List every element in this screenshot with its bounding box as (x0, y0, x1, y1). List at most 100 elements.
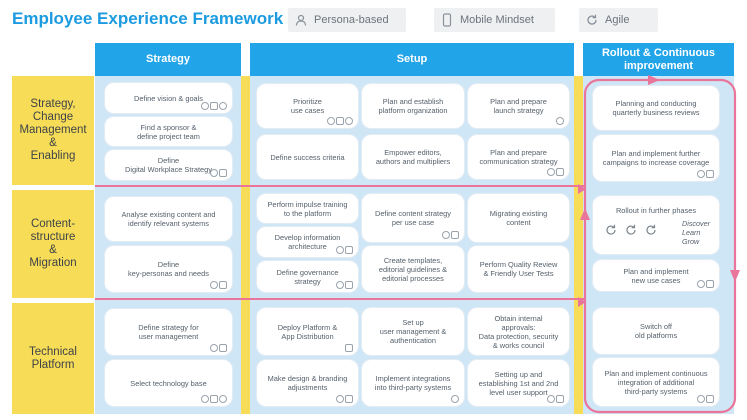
flow-line-1 (95, 185, 584, 187)
card-success-criteria[interactable]: Define success criteria (257, 135, 358, 179)
person-icon (442, 231, 450, 239)
card-label: Define Digital Workplace Strategy (125, 156, 212, 174)
mobile-icon (345, 395, 353, 403)
flow-arrowhead-icon (578, 294, 586, 312)
card-label: Make design & branding adjustments (267, 374, 348, 392)
page-title: Employee Experience Framework (12, 9, 284, 28)
card-label: Switch off old platforms (634, 322, 678, 340)
card-governance-strategy[interactable]: Define governance strategy (257, 261, 358, 292)
person-icon (451, 395, 459, 403)
card-platform-organization[interactable]: Plan and establish platform organization (362, 84, 464, 128)
mobile-icon (219, 169, 227, 177)
loop-arrow-icon (648, 75, 660, 85)
mobile-icon (345, 246, 353, 254)
legend-label: Mobile Mindset (460, 14, 534, 26)
card-empower-editors[interactable]: Empower editors, authors and multipliers (362, 135, 464, 179)
card-content-strategy[interactable]: Define content strategy per use case (362, 194, 464, 242)
column-spacer (574, 76, 583, 414)
mobile-icon (345, 281, 353, 289)
card-label: Empower editors, authors and multipliers (375, 148, 451, 166)
person-icon (336, 395, 344, 403)
card-select-technology[interactable]: Select technology base (105, 360, 232, 406)
card-prioritize-use-cases[interactable]: Prioritize use cases (257, 84, 358, 128)
person-icon (210, 169, 218, 177)
card-rollout-phases[interactable]: Rollout in further phases Discover Learn… (593, 196, 719, 254)
person-icon (697, 170, 705, 178)
card-label: Plan and implement further campaigns to … (602, 149, 710, 167)
person-icon (201, 395, 209, 403)
column-header-setup: Setup (250, 43, 574, 76)
card-continuous-integration[interactable]: Plan and implement continuous integratio… (593, 358, 719, 406)
card-label: Plan and establish platform organization (378, 97, 448, 115)
cycle-icon (219, 102, 227, 110)
card-information-architecture[interactable]: Develop information architecture (257, 227, 358, 257)
card-user-management-strategy[interactable]: Define strategy for user management (105, 309, 232, 355)
mobile-icon (706, 395, 714, 403)
flow-arrowhead-icon (578, 181, 586, 199)
card-impulse-training[interactable]: Perform impulse training to the platform (257, 194, 358, 223)
cycle-icon (646, 224, 656, 235)
row-header-strategy: Strategy, Change Management & Enabling (12, 76, 94, 185)
mobile-icon (219, 344, 227, 352)
card-define-vision[interactable]: Define vision & goals (105, 83, 232, 113)
cycle-icon (345, 117, 353, 125)
card-switch-off-platforms[interactable]: Switch off old platforms (593, 308, 719, 354)
card-label: Deploy Platform & App Distribution (277, 322, 338, 341)
row-header-technical: Technical Platform (12, 303, 94, 414)
cycle-icon (606, 224, 616, 235)
card-label: Find a sponsor & define project team (137, 122, 200, 141)
card-label: Set up user management & authentication (379, 318, 447, 345)
cycle-icon (219, 395, 227, 403)
mobile-icon (434, 13, 460, 27)
column-header-strategy: Strategy (95, 43, 241, 76)
row-header-content: Content- structure & Migration (12, 190, 94, 298)
card-user-support[interactable]: Setting up and establishing 1st and 2nd … (468, 360, 569, 406)
card-key-personas[interactable]: Define key-personas and needs (105, 246, 232, 292)
card-internal-approvals[interactable]: Obtain internal approvals: Data protecti… (468, 308, 569, 355)
card-analyse-content[interactable]: Analyse existing content and identify re… (105, 197, 232, 241)
card-communication-strategy[interactable]: Plan and prepare communication strategy (468, 135, 569, 179)
mobile-icon (345, 344, 353, 352)
card-label: Obtain internal approvals: Data protecti… (478, 313, 559, 350)
legend-label: Persona-based (314, 14, 389, 26)
card-label: Select technology base (130, 378, 207, 388)
card-launch-strategy[interactable]: Plan and prepare launch strategy (468, 84, 569, 128)
card-quality-review[interactable]: Perform Quality Review & Friendly User T… (468, 246, 569, 292)
card-new-use-cases[interactable]: Plan and implement new use cases (593, 260, 719, 291)
card-deploy-platform[interactable]: Deploy Platform & App Distribution (257, 308, 358, 355)
legend-agile: Agile (579, 8, 658, 32)
card-migrating-content[interactable]: Migrating existing content (468, 194, 569, 242)
cycle-icons (604, 223, 658, 237)
card-label: Perform Quality Review & Friendly User T… (479, 260, 558, 278)
cycle-icon (579, 13, 605, 27)
loop-arrow-icon (730, 270, 740, 282)
column-spacer (241, 76, 250, 414)
mobile-icon (210, 395, 218, 403)
mobile-icon (219, 281, 227, 289)
card-create-templates[interactable]: Create templates, editorial guidelines &… (362, 246, 464, 292)
legend-mobile: Mobile Mindset (434, 8, 555, 32)
card-label: Define governance strategy (276, 267, 339, 286)
mobile-icon (706, 280, 714, 288)
mobile-icon (556, 168, 564, 176)
person-icon (336, 281, 344, 289)
card-find-sponsor[interactable]: Find a sponsor & define project team (105, 117, 232, 146)
card-label: Perform impulse training to the platform (267, 199, 348, 218)
person-icon (201, 102, 209, 110)
legend-label: Agile (605, 14, 630, 26)
card-digital-workplace-strategy[interactable]: Define Digital Workplace Strategy (105, 150, 232, 180)
card-label: Plan and prepare communication strategy (479, 148, 558, 166)
person-icon (556, 117, 564, 125)
card-further-campaigns[interactable]: Plan and implement further campaigns to … (593, 135, 719, 181)
card-label: Define content strategy per use case (374, 209, 451, 227)
card-design-branding[interactable]: Make design & branding adjustments (257, 360, 358, 406)
mobile-icon (706, 170, 714, 178)
card-business-reviews[interactable]: Planning and conducting quarterly busine… (593, 86, 719, 130)
card-implement-integrations[interactable]: Implement integrations into third-party … (362, 360, 464, 406)
card-label: Implement integrations into third-party … (374, 374, 452, 392)
person-icon (547, 395, 555, 403)
person-icon (210, 344, 218, 352)
card-user-management-auth[interactable]: Set up user management & authentication (362, 308, 464, 355)
card-label: Define strategy for user management (138, 323, 199, 341)
person-icon (547, 168, 555, 176)
